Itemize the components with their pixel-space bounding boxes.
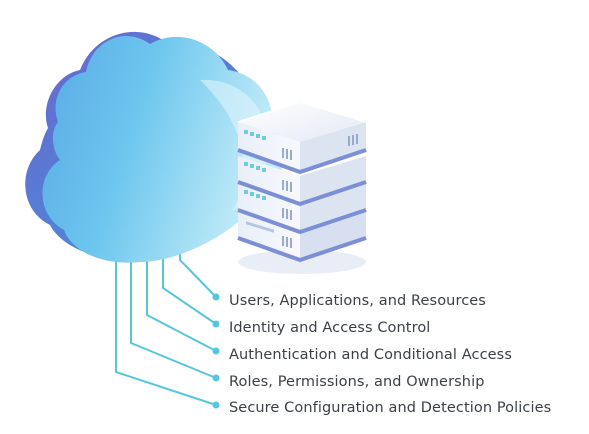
connector-dot-2 — [212, 320, 220, 328]
connector-line-5 — [115, 249, 217, 406]
connector-dot-5 — [212, 401, 220, 409]
item-roles-permissions-ownership: Roles, Permissions, and Ownership — [229, 374, 485, 390]
item-authentication-conditional-access: Authentication and Conditional Access — [229, 347, 512, 363]
cloud-icon — [25, 31, 283, 263]
item-identity-access-control: Identity and Access Control — [229, 320, 431, 336]
connector-dot-3 — [212, 347, 220, 355]
connector-dot-4 — [212, 374, 220, 382]
item-users-applications-resources: Users, Applications, and Resources — [229, 293, 486, 309]
server-stack-icon — [237, 101, 367, 274]
connector-dot-1 — [212, 293, 220, 301]
connector-line-4 — [130, 239, 217, 379]
item-secure-configuration-detection: Secure Configuration and Detection Polic… — [229, 400, 552, 416]
